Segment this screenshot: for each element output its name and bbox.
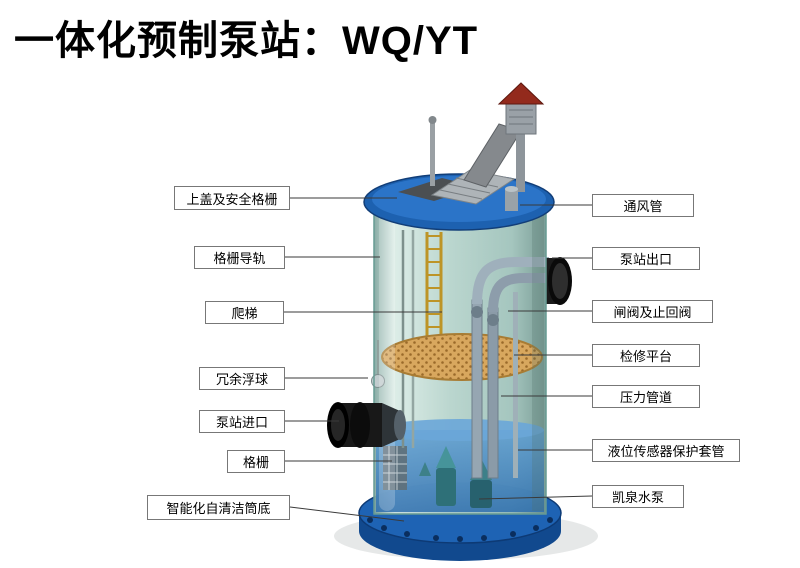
antenna-pipe <box>428 116 437 186</box>
label-self-cleaning-bottom: 智能化自清洁筒底 <box>147 495 290 520</box>
page-title: 一体化预制泵站：WQ/YT <box>14 19 479 63</box>
outlet-flange <box>546 257 572 305</box>
level-sensor-sleeve <box>513 292 518 478</box>
pressure-pipes <box>471 257 549 479</box>
label-kaiquan-pump: 凯泉水泵 <box>592 485 684 508</box>
label-grille: 格栅 <box>227 450 285 473</box>
ladder <box>425 232 443 348</box>
flange-bolts <box>367 517 553 542</box>
label-ladder: 爬梯 <box>205 301 284 324</box>
label-gate-check-valve: 闸阀及止回阀 <box>592 300 713 323</box>
grille-basket <box>383 446 407 490</box>
label-station-outlet: 泵站出口 <box>592 247 700 270</box>
label-vent-pipe: 通风管 <box>592 194 694 217</box>
vent-pipe <box>497 82 545 211</box>
connector-line <box>289 506 405 522</box>
label-level-sensor-sleeve: 液位传感器保护套管 <box>592 439 740 462</box>
vent-roof <box>497 82 545 105</box>
check-valve <box>487 314 499 326</box>
hatch-panel <box>430 123 522 205</box>
label-top-cover-safety-grille: 上盖及安全格栅 <box>174 186 290 210</box>
label-maintenance-platform: 检修平台 <box>592 344 700 367</box>
maintenance-platform <box>381 333 543 381</box>
connector-lines <box>284 197 593 522</box>
gate-valve <box>471 306 483 318</box>
inlet-pipe <box>327 402 406 448</box>
label-grille-guide-rail: 格栅导轨 <box>194 246 285 269</box>
connector-line <box>478 495 593 500</box>
label-pressure-pipe: 压力管道 <box>592 385 700 408</box>
label-station-inlet: 泵站进口 <box>199 410 285 433</box>
label-redundant-float: 冗余浮球 <box>199 367 285 390</box>
